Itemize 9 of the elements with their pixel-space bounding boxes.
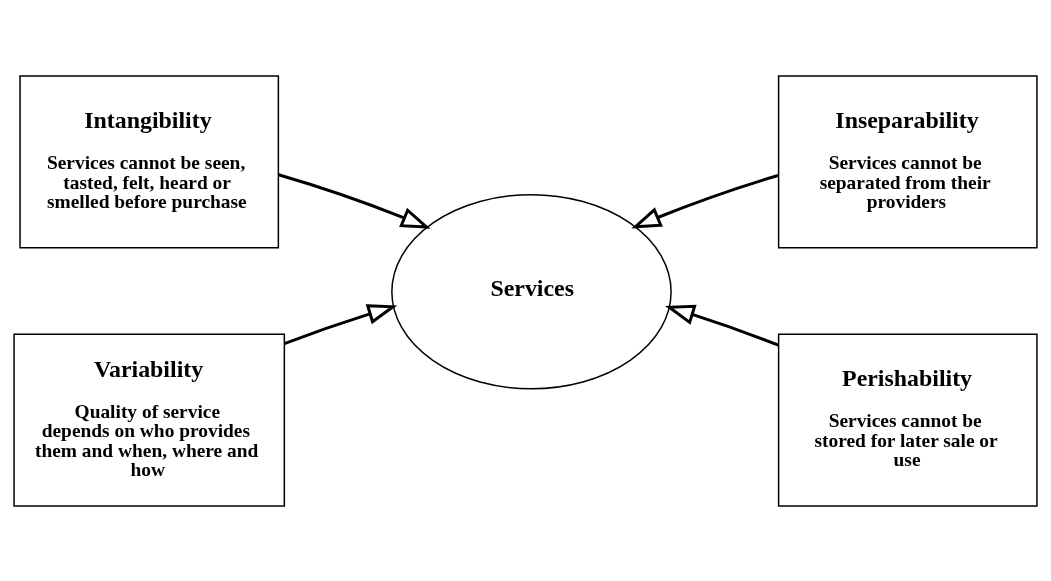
node-box: Variability Quality of service depends on who provides them and when, where and how xyxy=(13,333,286,507)
node-box: Intangibility Services cannot be seen, tasted, felt, heard or smelled before purchase xyxy=(19,74,280,248)
arrow xyxy=(665,304,779,347)
node-ellipse: Services xyxy=(391,193,672,390)
arrow xyxy=(278,172,431,229)
node-box: Inseparability Services cannot be separated from their providers xyxy=(777,74,1038,248)
arrow xyxy=(631,173,779,228)
node-box: Perishability Services cannot be stored for later sale or use xyxy=(777,333,1038,507)
arrow xyxy=(283,303,398,345)
